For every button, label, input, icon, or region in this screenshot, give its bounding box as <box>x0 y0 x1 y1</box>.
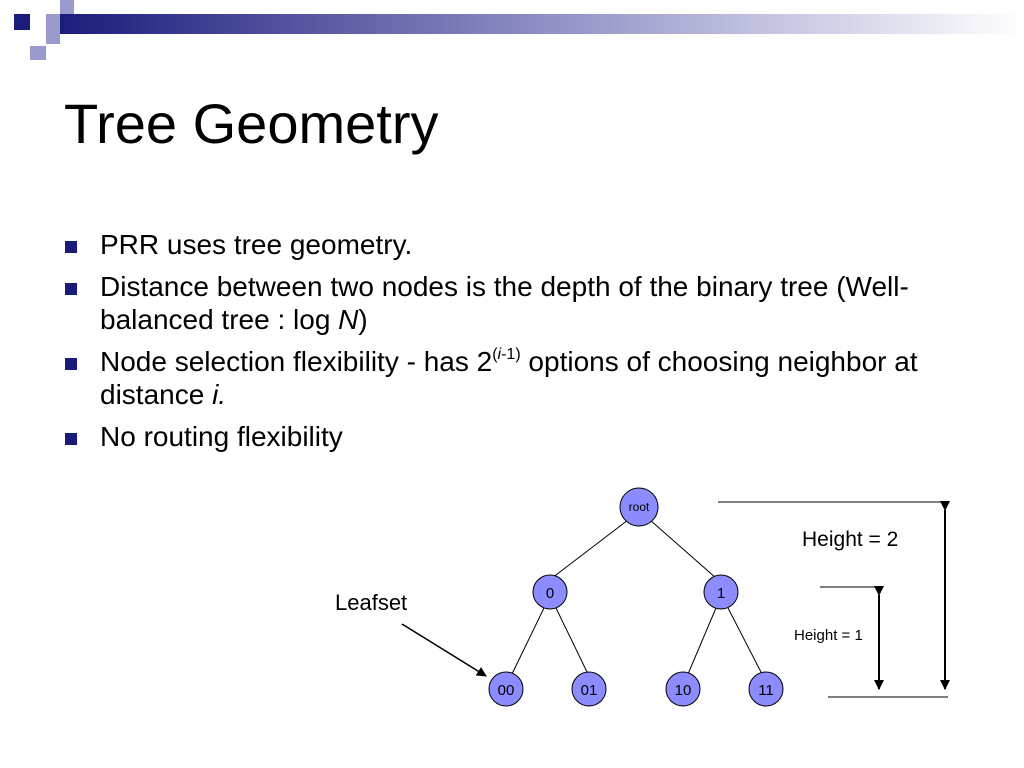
deco-square <box>46 30 60 44</box>
node-label: 0 <box>546 585 554 602</box>
exponent: (i-1) <box>492 346 520 363</box>
bullet-square-icon <box>65 241 77 253</box>
bullet-text: Distance between two nodes is the depth … <box>100 270 909 336</box>
tree-node-0: 0 <box>532 574 568 610</box>
bullet-square-icon <box>65 432 77 445</box>
bullet-text: ) <box>358 304 368 336</box>
deco-square <box>60 0 74 14</box>
deco-square <box>46 14 60 30</box>
deco-square <box>30 46 46 60</box>
deco-square <box>0 30 14 44</box>
tree-edge <box>649 519 717 579</box>
bullet-text: options of choosing neighbor at distance <box>100 345 918 411</box>
bullet-item: PRR uses tree geometry. <box>60 228 960 262</box>
bullet-item: No routing flexibility <box>60 420 960 454</box>
leafset-label: Leafset <box>335 590 407 615</box>
bullet-variable: N <box>338 304 359 336</box>
bullet-list: PRR uses tree geometry. Distance between… <box>60 228 960 462</box>
tree-node-11: 11 <box>748 671 784 707</box>
bullet-square-icon <box>65 282 77 295</box>
node-label: 1 <box>717 585 725 602</box>
tree-edge <box>511 607 545 675</box>
bullet-item: Node selection flexibility - has 2(i-1) … <box>60 345 960 412</box>
header-decoration <box>0 0 1024 60</box>
node-label: 11 <box>758 682 774 699</box>
node-label: 00 <box>498 682 515 699</box>
tree-node-00: 00 <box>488 671 524 707</box>
node-label: root <box>629 500 650 514</box>
tree-node-01: 01 <box>571 671 607 707</box>
slide-title: Tree Geometry <box>64 92 439 155</box>
tree-edge <box>551 519 629 579</box>
exponent-text: ( <box>492 345 498 363</box>
bullet-variable: i. <box>212 379 227 411</box>
tree-node-root: root <box>619 487 659 527</box>
bullet-text: PRR uses tree geometry. <box>100 229 413 260</box>
tree-edge <box>687 607 717 675</box>
tree-edge <box>727 607 763 675</box>
node-label: 10 <box>675 682 692 699</box>
deco-square <box>14 14 30 30</box>
height1-label: Height = 1 <box>794 627 863 644</box>
tree-node-1: 1 <box>703 574 739 610</box>
height2-label: Height = 2 <box>802 528 898 551</box>
bullet-text: No routing flexibility <box>100 420 343 452</box>
bullet-item: Distance between two nodes is the depth … <box>60 270 960 337</box>
bullet-square-icon <box>65 357 77 370</box>
exponent-variable: i <box>497 345 502 363</box>
header-gradient-bar <box>60 14 1024 34</box>
bullet-text: Node selection flexibility - has 2 <box>100 345 493 377</box>
tree-edge <box>555 607 589 675</box>
node-label: 01 <box>581 682 598 699</box>
leafset-arrow <box>401 623 487 677</box>
exponent-text: -1) <box>501 345 521 363</box>
deco-square <box>30 0 46 14</box>
tree-node-10: 10 <box>665 671 701 707</box>
